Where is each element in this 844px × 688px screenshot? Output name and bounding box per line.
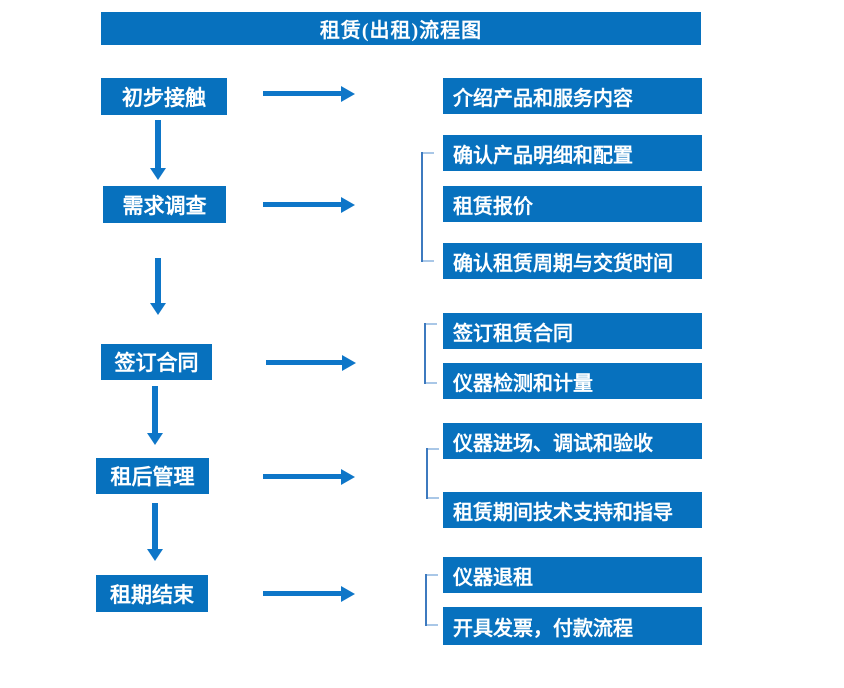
arrow-right-icon-3 bbox=[266, 360, 342, 365]
step-sign-contract: 签订合同 bbox=[101, 344, 212, 380]
step-initial-contact: 初步接触 bbox=[101, 78, 227, 115]
detail-label: 确认租赁周期与交货时间 bbox=[453, 252, 673, 275]
group-bracket-lease-end bbox=[425, 574, 438, 626]
arrow-right-icon-2 bbox=[263, 202, 341, 207]
detail-sign-rental-contract: 签订租赁合同 bbox=[443, 313, 702, 349]
step-label: 初步接触 bbox=[122, 85, 206, 110]
step-lease-end: 租期结束 bbox=[96, 575, 208, 612]
detail-instrument-return: 仪器退租 bbox=[443, 557, 702, 593]
detail-label: 介绍产品和服务内容 bbox=[453, 87, 633, 110]
group-bracket-demand-survey bbox=[421, 152, 434, 262]
detail-confirm-rental-period: 确认租赁周期与交货时间 bbox=[443, 243, 702, 279]
title-bar: 租赁(出租)流程图 bbox=[101, 12, 701, 45]
step-label: 租期结束 bbox=[110, 582, 194, 607]
arrow-down-icon-2 bbox=[155, 258, 161, 303]
page-title: 租赁(出租)流程图 bbox=[319, 20, 483, 42]
arrow-right-icon-1 bbox=[263, 91, 341, 96]
detail-label: 确认产品明细和配置 bbox=[453, 144, 633, 167]
detail-label: 仪器检测和计量 bbox=[453, 372, 593, 395]
arrow-down-icon-4 bbox=[152, 503, 158, 549]
step-label: 需求调查 bbox=[122, 193, 207, 218]
detail-confirm-product-details: 确认产品明细和配置 bbox=[443, 135, 702, 171]
detail-label: 开具发票，付款流程 bbox=[453, 617, 633, 640]
detail-introduce-products: 介绍产品和服务内容 bbox=[443, 78, 702, 114]
arrow-right-icon-5 bbox=[263, 591, 341, 596]
detail-rental-quote: 租赁报价 bbox=[443, 186, 702, 222]
step-demand-survey: 需求调查 bbox=[103, 186, 226, 223]
detail-label: 仪器退租 bbox=[453, 566, 533, 589]
step-post-rental-management: 租后管理 bbox=[96, 458, 209, 494]
arrow-down-icon-1 bbox=[155, 120, 161, 168]
detail-instrument-testing: 仪器检测和计量 bbox=[443, 363, 702, 399]
group-bracket-post-rental bbox=[426, 448, 439, 499]
detail-invoice-payment: 开具发票，付款流程 bbox=[443, 607, 702, 645]
detail-label: 租赁报价 bbox=[453, 195, 533, 218]
detail-technical-support: 租赁期间技术支持和指导 bbox=[443, 492, 702, 528]
arrow-right-icon-4 bbox=[263, 474, 341, 479]
step-label: 租后管理 bbox=[110, 465, 195, 489]
group-bracket-sign-contract bbox=[424, 323, 437, 384]
detail-label: 签订租赁合同 bbox=[453, 322, 573, 345]
arrow-down-icon-3 bbox=[152, 386, 158, 433]
detail-label: 仪器进场、调试和验收 bbox=[453, 432, 653, 455]
detail-instrument-entry: 仪器进场、调试和验收 bbox=[443, 423, 702, 459]
step-label: 签订合同 bbox=[114, 351, 199, 375]
detail-label: 租赁期间技术支持和指导 bbox=[453, 501, 673, 524]
